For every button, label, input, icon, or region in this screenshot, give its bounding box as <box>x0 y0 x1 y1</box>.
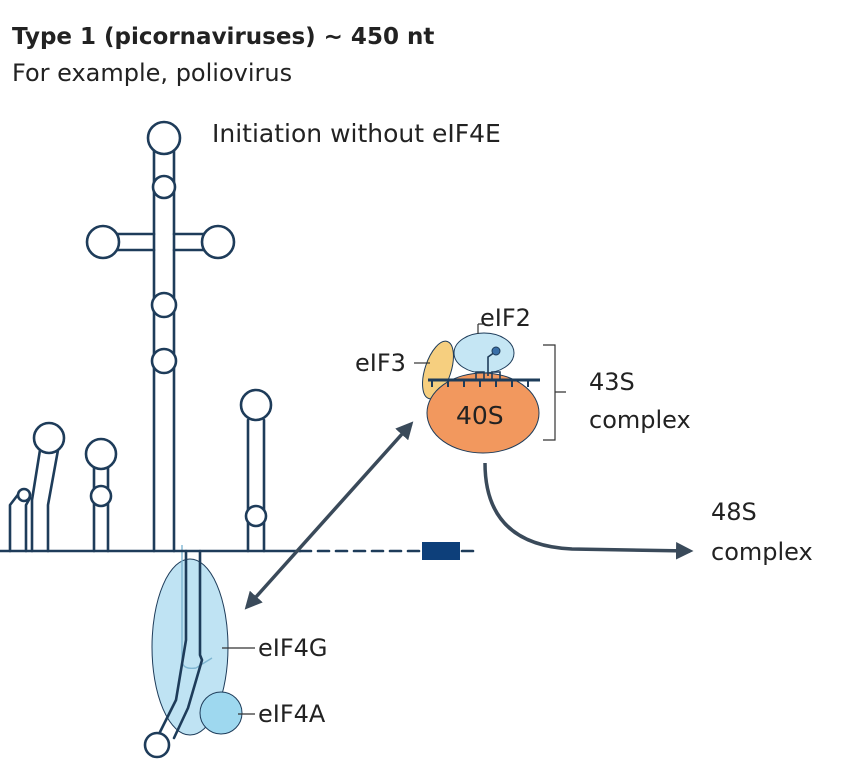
central-bulge-2 <box>150 291 178 319</box>
stem-loop-3-loop <box>84 437 118 471</box>
met-trna-dot <box>491 346 501 356</box>
stem-loop-3 <box>92 463 110 553</box>
eif2-shape <box>453 332 515 374</box>
complex-43s-label-2: complex <box>589 406 691 434</box>
ires-rna-structure <box>0 120 476 759</box>
central-stem <box>152 146 176 553</box>
complex-43s <box>422 332 540 454</box>
eif3-label: eIF3 <box>355 349 406 377</box>
ribosome-40s-label: 40S <box>456 401 504 430</box>
stem-loop-right-loop <box>239 388 273 422</box>
stem-loop-2 <box>30 448 60 553</box>
initiation-mode-label: Initiation without eIF4E <box>212 119 501 148</box>
eif4a-label: eIF4A <box>258 700 326 728</box>
anticodon-icon <box>475 371 501 380</box>
formation-48s-arrow <box>483 462 694 560</box>
lower-stem <box>158 549 204 740</box>
lower-stem-loop <box>143 731 171 759</box>
eif4g-label: eIF4G <box>258 634 328 662</box>
complex-48s-label-1: 48S <box>711 498 757 526</box>
stem-loop-1-bulge <box>16 487 32 503</box>
stem-loop-right <box>246 418 266 553</box>
complex-48s-label-2: complex <box>711 538 813 566</box>
stem-loop-3-bulge <box>89 484 113 508</box>
cross-arm-right-loop <box>200 224 236 260</box>
central-bulge-1 <box>151 174 177 200</box>
eif2-label: eIF2 <box>480 304 531 332</box>
stem-loop-2-loop <box>32 421 66 455</box>
central-bulge-3 <box>150 347 178 375</box>
recruitment-arrow <box>244 421 414 610</box>
complex-43s-bracket <box>543 344 566 441</box>
diagram-title: Type 1 (picornaviruses) ~ 450 nt <box>12 24 434 50</box>
complex-43s-label-1: 43S <box>589 368 635 396</box>
codon-ticks <box>431 380 529 387</box>
cross-arm-left-loop <box>85 224 121 260</box>
start-codon-box <box>422 542 460 560</box>
eif4g-shape <box>151 558 229 736</box>
central-top-loop <box>146 120 182 156</box>
cross-arms <box>98 232 208 252</box>
eif4a-shape <box>199 691 243 735</box>
diagram-subtitle: For example, poliovirus <box>12 59 292 87</box>
stem-loop-right-bulge <box>244 504 268 528</box>
